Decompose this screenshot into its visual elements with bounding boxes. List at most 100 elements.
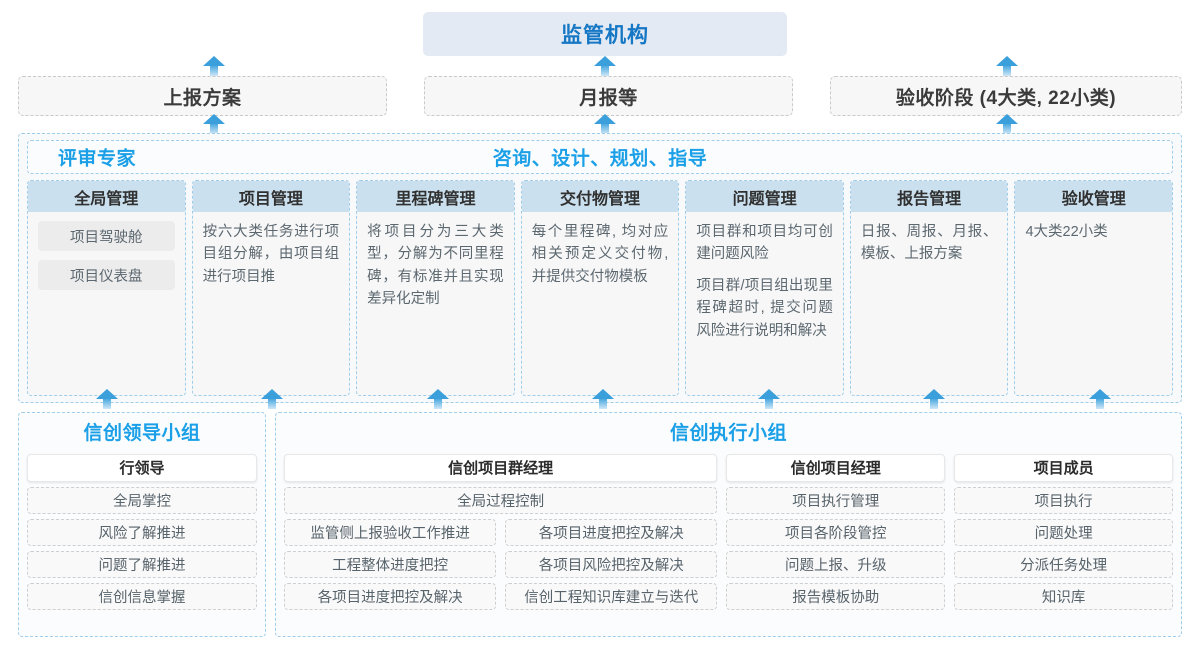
- role-item[interactable]: 信创信息掌握: [27, 582, 257, 610]
- arrow-head: [996, 56, 1018, 66]
- arrow-head: [592, 389, 614, 399]
- role-item[interactable]: 各项目进度把控及解决: [505, 518, 718, 546]
- program-manager-right-column: 各项目进度把控及解决 各项目风险把控及解决 信创工程知识库建立与迭代: [505, 518, 718, 610]
- column-project-management[interactable]: 项目管理 按六大类任务进行项目组分解，由项目组进行项目推: [191, 180, 351, 396]
- bottom-section: 信创领导小组 行领导 全局掌控 风险了解推进 问题了解推进 信创信息掌握 信创执…: [18, 412, 1182, 637]
- column-paragraph: 项目群和项目均可创建问题风险: [696, 224, 833, 263]
- column-issue-management[interactable]: 问题管理 项目群和项目均可创建问题风险 项目群/项目组出现里程碑超时, 提交问题…: [685, 180, 844, 396]
- arrow-up-mid-to-top-1: [203, 114, 225, 134]
- consulting-design-label: 咨询、设计、规划、指导: [492, 148, 708, 170]
- role-item[interactable]: 问题了解推进: [27, 550, 257, 578]
- arrow-up-bottom-to-mid-7: [1089, 389, 1111, 409]
- top-box-label: 验收阶段 (4大类, 22小类): [895, 87, 1117, 109]
- role-item[interactable]: 工程整体进度把控: [284, 550, 497, 578]
- arrow-up-mid-to-top-3: [996, 114, 1018, 134]
- role-column-program-manager: 信创项目群经理 全局过程控制 监管侧上报验收工作推进 工程整体进度把控 各项目进…: [284, 453, 718, 628]
- arrow-up-bottom-to-mid-2: [261, 389, 283, 409]
- pill-project-dashboard[interactable]: 项目仪表盘: [38, 260, 175, 290]
- top-box-acceptance-stage[interactable]: 验收阶段 (4大类, 22小类): [830, 76, 1182, 116]
- column-paragraph: 按六大类任务进行项目组分解，由项目组进行项目推: [202, 224, 340, 285]
- middle-panel: 评审专家 咨询、设计、规划、指导 全局管理 项目驾驶舱 项目仪表盘 项目管理 按…: [18, 133, 1182, 403]
- pill-project-cockpit[interactable]: 项目驾驶舱: [38, 221, 175, 251]
- arrow-stem: [1003, 65, 1011, 76]
- column-title: 项目管理: [192, 181, 350, 212]
- program-manager-left-column: 监管侧上报验收工作推进 工程整体进度把控 各项目进度把控及解决: [284, 518, 497, 610]
- role-item[interactable]: 全局掌控: [27, 486, 257, 514]
- arrow-stem: [103, 398, 111, 409]
- top-box-label: 上报方案: [163, 87, 242, 109]
- role-column-bank-leader: 行领导 全局掌控 风险了解推进 问题了解推进 信创信息掌握: [27, 453, 257, 610]
- role-item[interactable]: 监管侧上报验收工作推进: [284, 518, 497, 546]
- arrow-stem: [599, 398, 607, 409]
- arrow-head: [594, 114, 616, 124]
- role-title-program-manager[interactable]: 信创项目群经理: [284, 453, 718, 482]
- arrow-up-bottom-to-mid-1: [96, 389, 118, 409]
- review-experts-label: 评审专家: [58, 148, 137, 170]
- role-item[interactable]: 项目执行管理: [726, 486, 946, 514]
- arrow-stem: [1096, 398, 1104, 409]
- top-box-monthly-report[interactable]: 月报等: [424, 76, 793, 116]
- role-item[interactable]: 信创工程知识库建立与迭代: [505, 582, 718, 610]
- arrow-up-bottom-to-mid-3: [427, 389, 449, 409]
- role-item[interactable]: 知识库: [954, 582, 1173, 610]
- column-report-management[interactable]: 报告管理 日报、周报、月报、模板、上报方案: [849, 180, 1009, 396]
- column-acceptance-management[interactable]: 验收管理 4大类22小类: [1014, 180, 1174, 396]
- arrow-stem: [601, 123, 609, 134]
- arrow-head: [594, 56, 616, 66]
- execution-role-columns: 信创项目群经理 全局过程控制 监管侧上报验收工作推进 工程整体进度把控 各项目进…: [284, 453, 1173, 628]
- column-paragraph: 每个里程碑, 均对应相关预定义交付物, 并提供交付物模板: [531, 224, 669, 285]
- column-global-management[interactable]: 全局管理 项目驾驶舱 项目仪表盘: [27, 180, 186, 396]
- arrow-head: [996, 114, 1018, 124]
- role-item[interactable]: 项目各阶段管控: [726, 518, 946, 546]
- column-paragraph: 日报、周报、月报、模板、上报方案: [860, 224, 998, 263]
- role-items-project-manager: 项目执行管理 项目各阶段管控 问题上报、升级 报告模板协助: [726, 486, 946, 610]
- arrow-up-to-regulator-3: [996, 56, 1018, 76]
- regulator-box: 监管机构: [423, 12, 787, 56]
- arrow-head: [427, 389, 449, 399]
- arrow-stem: [601, 65, 609, 76]
- arrow-head: [1089, 389, 1111, 399]
- role-item[interactable]: 项目执行: [954, 486, 1173, 514]
- program-manager-two-columns: 监管侧上报验收工作推进 工程整体进度把控 各项目进度把控及解决 各项目进度把控及…: [284, 518, 718, 610]
- arrow-up-to-regulator-2: [594, 56, 616, 76]
- role-item[interactable]: 风险了解推进: [27, 518, 257, 546]
- top-box-report-plan[interactable]: 上报方案: [18, 76, 387, 116]
- role-item[interactable]: 分派任务处理: [954, 550, 1173, 578]
- role-item[interactable]: 全局过程控制: [284, 486, 718, 514]
- role-title-project-manager[interactable]: 信创项目经理: [726, 453, 946, 482]
- column-milestone-management[interactable]: 里程碑管理 将项目分为三大类型，分解为不同里程碑，有标准并且实现差异化定制: [356, 180, 515, 396]
- role-items-project-member: 项目执行 问题处理 分派任务处理 知识库: [954, 486, 1173, 610]
- role-item[interactable]: 问题处理: [954, 518, 1173, 546]
- arrow-up-bottom-to-mid-6: [923, 389, 945, 409]
- column-body: 每个里程碑, 均对应相关预定义交付物, 并提供交付物模板: [522, 212, 679, 395]
- column-paragraph: 项目群/项目组出现里程碑超时, 提交问题风险进行说明和解决: [696, 277, 833, 339]
- column-title: 交付物管理: [521, 181, 679, 212]
- column-body: 将项目分为三大类型，分解为不同里程碑，有标准并且实现差异化定制: [357, 212, 514, 395]
- column-title: 验收管理: [1015, 181, 1173, 212]
- column-deliverable-management[interactable]: 交付物管理 每个里程碑, 均对应相关预定义交付物, 并提供交付物模板: [520, 180, 680, 396]
- column-title: 问题管理: [686, 181, 843, 212]
- arrow-up-bottom-to-mid-5: [758, 389, 780, 409]
- column-body: 按六大类任务进行项目组分解，由项目组进行项目推: [193, 212, 350, 395]
- arrow-stem: [210, 123, 218, 134]
- role-title-project-member[interactable]: 项目成员: [954, 453, 1173, 482]
- role-item[interactable]: 各项目风险把控及解决: [505, 550, 718, 578]
- column-body: 日报、周报、月报、模板、上报方案: [851, 212, 1008, 395]
- role-item[interactable]: 报告模板协助: [726, 582, 946, 610]
- column-title: 里程碑管理: [357, 181, 514, 212]
- group-leadership: 信创领导小组 行领导 全局掌控 风险了解推进 问题了解推进 信创信息掌握: [18, 412, 266, 637]
- arrow-stem: [1003, 123, 1011, 134]
- role-item[interactable]: 各项目进度把控及解决: [284, 582, 497, 610]
- column-paragraph: 4大类22小类: [1025, 224, 1108, 240]
- arrow-up-mid-to-top-2: [594, 114, 616, 134]
- role-title-bank-leader[interactable]: 行领导: [27, 453, 257, 482]
- arrow-head: [96, 389, 118, 399]
- column-body: 项目驾驶舱 项目仪表盘: [28, 212, 185, 395]
- arrow-head: [203, 114, 225, 124]
- middle-panel-header: 评审专家 咨询、设计、规划、指导: [27, 140, 1173, 174]
- arrow-stem: [930, 398, 938, 409]
- top-row: 上报方案 月报等 验收阶段 (4大类, 22小类): [18, 76, 1182, 116]
- role-item[interactable]: 问题上报、升级: [726, 550, 946, 578]
- role-column-project-member: 项目成员 项目执行 问题处理 分派任务处理 知识库: [954, 453, 1173, 628]
